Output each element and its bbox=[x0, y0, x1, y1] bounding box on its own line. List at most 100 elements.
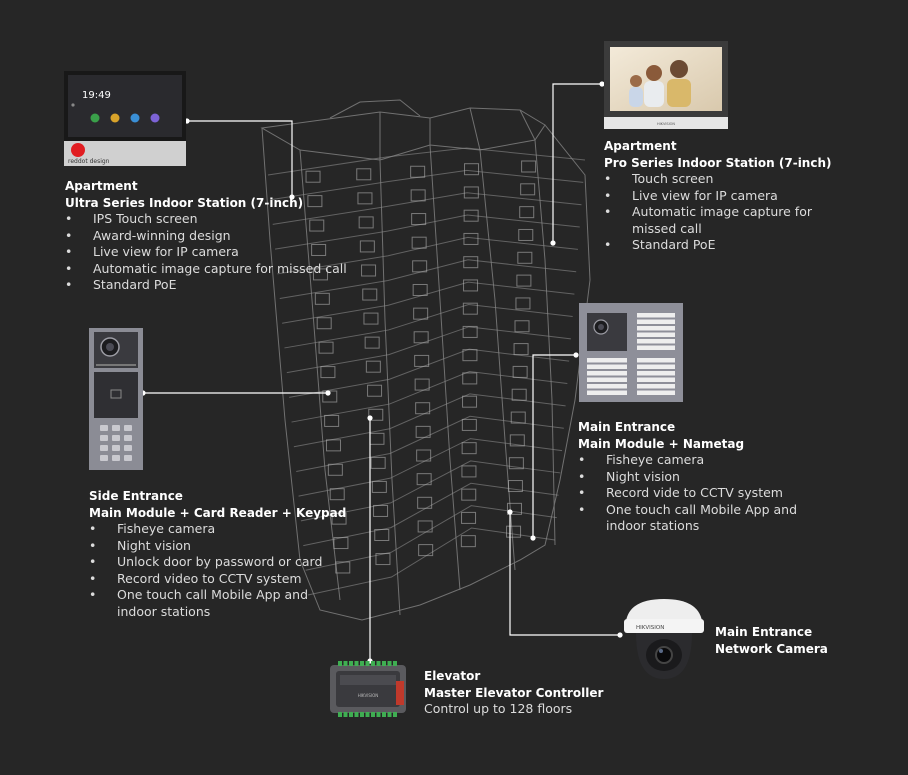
leader-side-end bbox=[325, 390, 331, 396]
window bbox=[463, 256, 479, 269]
window bbox=[462, 325, 478, 338]
window bbox=[371, 480, 387, 493]
window bbox=[508, 457, 524, 470]
window bbox=[506, 502, 522, 515]
terminal-block bbox=[382, 661, 386, 666]
window bbox=[370, 456, 386, 469]
window bbox=[414, 378, 430, 391]
nametag-row bbox=[587, 390, 627, 395]
terminal-block bbox=[360, 661, 364, 666]
pro-indoor-station-image: HIKVISION bbox=[604, 41, 728, 129]
terminal-block bbox=[338, 712, 342, 717]
keypad-key bbox=[112, 425, 120, 431]
leader-main bbox=[532, 354, 576, 538]
ultra-feature-list: IPS Touch screen Award-winning design Li… bbox=[65, 211, 355, 294]
callout-ultra-indoor-station: Apartment Ultra Series Indoor Station (7… bbox=[65, 178, 355, 294]
window bbox=[517, 251, 533, 264]
window bbox=[521, 160, 537, 173]
window bbox=[327, 463, 343, 476]
feature-item: Fisheye camera bbox=[578, 452, 838, 469]
elevator-category: Elevator bbox=[424, 669, 481, 683]
window bbox=[417, 496, 433, 509]
window bbox=[365, 360, 381, 373]
side-entrance-station-image bbox=[89, 328, 143, 470]
side-category: Side Entrance bbox=[89, 489, 183, 503]
window bbox=[363, 312, 379, 325]
feature-item: One touch call Mobile App and indoor sta… bbox=[578, 502, 838, 535]
callout-side-entrance: Side Entrance Main Module + Card Reader … bbox=[89, 488, 359, 620]
feature-item: Fisheye camera bbox=[89, 521, 359, 538]
window bbox=[410, 189, 426, 202]
terminal-block bbox=[393, 712, 397, 717]
window bbox=[463, 186, 479, 199]
window bbox=[518, 228, 534, 241]
window bbox=[411, 213, 427, 226]
camera-category: Main Entrance bbox=[715, 625, 813, 639]
feature-text: One touch call Mobile App and indoor sta… bbox=[117, 587, 309, 619]
nametag-row bbox=[587, 358, 627, 363]
feature-item: Night vision bbox=[578, 469, 838, 486]
pro-brand-text: HIKVISION bbox=[657, 122, 675, 126]
nametag-row bbox=[637, 371, 675, 376]
terminal-block bbox=[343, 712, 348, 717]
window bbox=[362, 288, 378, 301]
feature-item: Record vide to CCTV system bbox=[578, 485, 838, 502]
feature-item: Award-winning design bbox=[65, 228, 355, 245]
window bbox=[512, 365, 528, 378]
window bbox=[410, 165, 426, 178]
nametag-row bbox=[587, 371, 627, 376]
window bbox=[358, 216, 374, 229]
terminal-block bbox=[376, 661, 381, 666]
keypad-key bbox=[124, 455, 132, 461]
window bbox=[364, 336, 380, 349]
keypad-key bbox=[100, 455, 108, 461]
nametag-row bbox=[637, 390, 675, 395]
window bbox=[359, 240, 375, 253]
feature-item: Live view for IP camera bbox=[65, 244, 355, 261]
leader-pro-end bbox=[550, 240, 556, 246]
feature-item: Unlock door by password or card bbox=[89, 554, 359, 571]
pro-category: Apartment bbox=[604, 139, 677, 153]
window bbox=[417, 520, 433, 533]
leader-ultra-end bbox=[289, 194, 295, 200]
window bbox=[367, 384, 383, 397]
window bbox=[374, 529, 390, 542]
reddot-logo-icon bbox=[71, 143, 85, 157]
window bbox=[463, 232, 479, 245]
leader-ultra bbox=[187, 120, 293, 197]
nametag-row bbox=[637, 384, 675, 389]
keypad-key bbox=[100, 445, 108, 451]
nametag-row bbox=[637, 345, 675, 350]
window bbox=[462, 349, 478, 362]
network-camera-image: HIKVISION bbox=[624, 599, 704, 679]
window bbox=[464, 163, 480, 176]
window bbox=[320, 366, 336, 379]
elevator-brand-text: HIKVISION bbox=[358, 693, 379, 698]
terminal-block bbox=[354, 661, 359, 666]
window bbox=[514, 320, 530, 333]
feature-item: One touch call Mobile App and indoor sta… bbox=[89, 587, 359, 620]
nametag-row bbox=[637, 326, 675, 331]
window bbox=[461, 488, 477, 501]
elevator-description: Control up to 128 floors bbox=[424, 701, 573, 716]
side-feature-list: Fisheye camera Night vision Unlock door … bbox=[89, 521, 359, 620]
elevator-product-name: Master Elevator Controller bbox=[424, 685, 604, 700]
feature-item: Automatic image capture for missed call bbox=[65, 261, 355, 278]
side-product-name: Main Module + Card Reader + Keypad bbox=[89, 505, 347, 520]
window bbox=[520, 183, 536, 196]
window bbox=[322, 390, 338, 403]
window bbox=[416, 473, 432, 486]
window bbox=[412, 283, 428, 296]
window bbox=[461, 418, 477, 431]
terminal-block bbox=[343, 661, 348, 666]
reddot-badge-text: reddot design bbox=[68, 158, 110, 165]
window bbox=[516, 274, 532, 287]
ultra-product-name: Ultra Series Indoor Station (7-inch) bbox=[65, 195, 304, 210]
window bbox=[305, 170, 321, 183]
terminal-block bbox=[338, 661, 342, 666]
terminal-block bbox=[376, 712, 381, 717]
window bbox=[368, 408, 384, 421]
nametag-row bbox=[637, 364, 675, 369]
terminal-block bbox=[354, 712, 359, 717]
window bbox=[519, 206, 535, 219]
